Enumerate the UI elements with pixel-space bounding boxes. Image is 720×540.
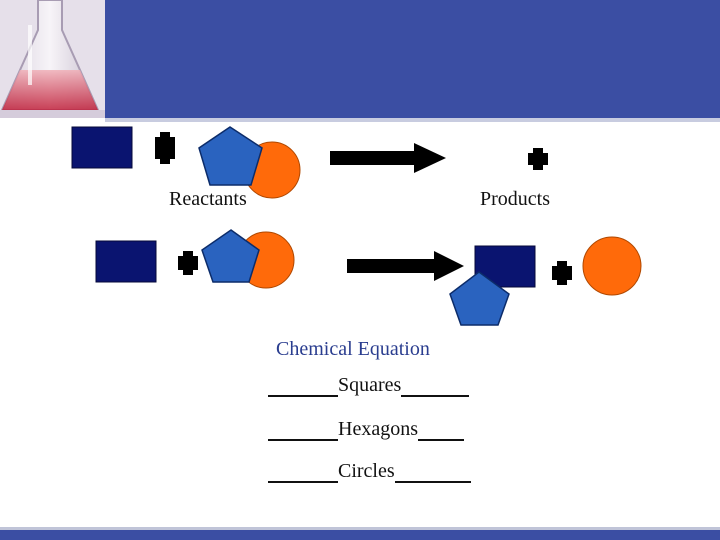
hexagons-label: Hexagons <box>338 418 418 440</box>
circles-blank-row: Circles <box>268 460 471 483</box>
slide-header-band <box>0 0 720 118</box>
arrow-icon <box>347 251 464 281</box>
plus-icon <box>155 132 175 164</box>
squares-blank-row: Squares <box>268 374 470 397</box>
circles-left-blank[interactable] <box>268 463 338 483</box>
plus-icon <box>178 251 198 275</box>
slide-footer-band <box>0 530 720 540</box>
products-label: Products <box>480 188 550 210</box>
arrow-icon <box>330 143 446 173</box>
reactant-square-1 <box>71 126 133 169</box>
product-pentagon <box>449 271 510 326</box>
circles-label: Circles <box>338 460 395 482</box>
circles-right-blank[interactable] <box>394 463 471 483</box>
reactant-pentagon-2 <box>201 229 260 283</box>
equation-title: Chemical Equation <box>276 338 430 360</box>
reactant-square-2 <box>95 240 157 283</box>
product-circle <box>582 236 642 296</box>
squares-label: Squares <box>338 374 402 396</box>
hexagons-blank-row: Hexagons <box>268 418 464 441</box>
footer-divider <box>0 527 720 530</box>
product-square <box>474 245 536 288</box>
hexagons-right-blank[interactable] <box>417 421 464 441</box>
header-shadow <box>105 118 720 122</box>
reactant-pentagon-1 <box>198 126 263 186</box>
plus-icon <box>552 261 572 285</box>
hexagons-left-blank[interactable] <box>268 421 338 441</box>
squares-left-blank[interactable] <box>268 377 338 397</box>
squares-right-blank[interactable] <box>401 377 470 397</box>
flask-icon <box>0 0 105 118</box>
reactants-label: Reactants <box>169 188 247 210</box>
plus-icon <box>528 148 548 170</box>
flask-image <box>0 0 105 118</box>
